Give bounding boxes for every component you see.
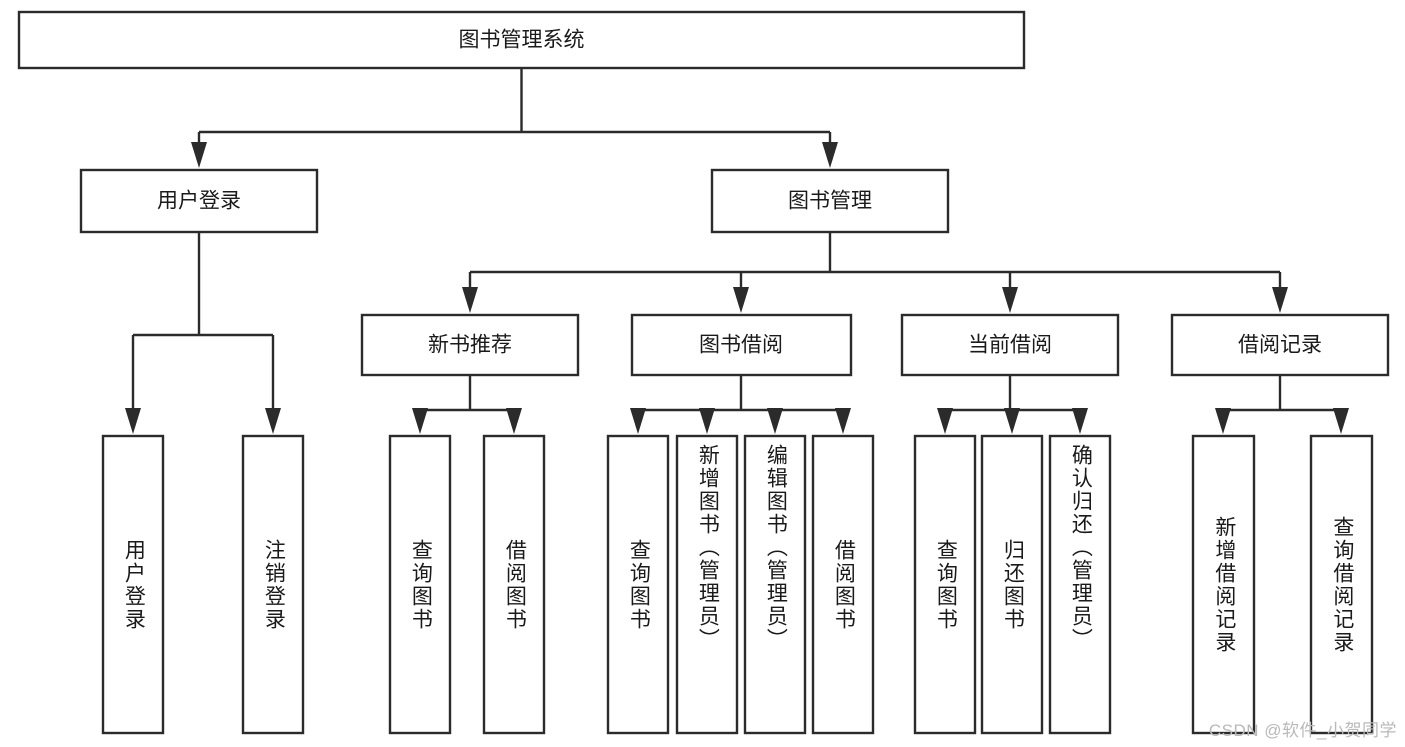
node-root-label: 图书管理系统 xyxy=(459,29,585,52)
arrowhead-bb-query-book xyxy=(630,408,646,434)
arrowhead-br-add-record xyxy=(1215,408,1231,434)
arrowhead-new-book-recommend xyxy=(462,287,478,313)
arrowhead-user-login-do xyxy=(125,408,141,434)
arrowhead-bb-add-book xyxy=(699,408,715,434)
leaf-bb-add-book-rect[interactable] xyxy=(675,434,739,735)
node-borrow-records-rect[interactable] xyxy=(1170,313,1390,377)
node-book-borrow-rect[interactable] xyxy=(630,313,853,377)
node-book-borrow-label: 图书借阅 xyxy=(699,334,783,357)
node-user-login-label: 用户登录 xyxy=(157,190,241,213)
arrowhead-borrow-records xyxy=(1272,287,1288,313)
leaf-user-logout-rect[interactable] xyxy=(241,434,305,735)
node-root[interactable]: 图书管理系统 xyxy=(17,10,1026,70)
node-user-login-rect[interactable] xyxy=(79,168,319,234)
arrowhead-cb-query-book xyxy=(937,408,953,434)
arrowhead-user-login xyxy=(191,142,207,168)
node-current-borrow-label: 当前借阅 xyxy=(968,334,1052,357)
node-book-management[interactable]: 图书管理 xyxy=(710,168,950,234)
arrowhead-cb-return-book xyxy=(1004,408,1020,434)
leaf-bb-edit-book-rect[interactable] xyxy=(743,434,807,735)
arrowhead-cb-confirm-return xyxy=(1072,408,1088,434)
node-current-borrow-rect[interactable] xyxy=(900,313,1120,377)
arrowhead-bb-edit-book xyxy=(767,408,783,434)
leaf-nbr-query-book-rect[interactable] xyxy=(388,434,452,735)
node-borrow-records-label: 借阅记录 xyxy=(1238,334,1322,357)
leaf-user-login-do-rect[interactable] xyxy=(101,434,165,735)
leaf-nbr-borrow-book-rect[interactable] xyxy=(482,434,546,735)
node-book-management-rect[interactable] xyxy=(710,168,950,234)
node-root-rect[interactable] xyxy=(17,10,1026,70)
arrowhead-br-query-record xyxy=(1333,408,1349,434)
node-user-login[interactable]: 用户登录 xyxy=(79,168,319,234)
leaf-bb-borrow-book-rect[interactable] xyxy=(811,434,875,735)
node-book-borrow[interactable]: 图书借阅 xyxy=(630,313,853,377)
node-current-borrow[interactable]: 当前借阅 xyxy=(900,313,1120,377)
leaf-br-add-record-rect[interactable] xyxy=(1191,434,1256,735)
leaf-bb-query-book-rect[interactable] xyxy=(606,434,670,735)
node-new-book-recommend[interactable]: 新书推荐 xyxy=(360,313,580,377)
csdn-watermark: CSDN @软件_小贺同学 xyxy=(1208,721,1397,740)
node-new-book-recommend-label: 新书推荐 xyxy=(428,334,512,357)
leaf-cb-confirm-return-rect[interactable] xyxy=(1048,434,1112,735)
arrowhead-book-borrow xyxy=(733,287,749,313)
leaf-cb-return-book-rect[interactable] xyxy=(980,434,1044,735)
leaf-cb-query-book-rect[interactable] xyxy=(913,434,977,735)
arrowhead-bb-borrow-book xyxy=(835,408,851,434)
node-new-book-recommend-rect[interactable] xyxy=(360,313,580,377)
node-book-management-label: 图书管理 xyxy=(788,190,872,213)
arrowhead-user-logout xyxy=(265,408,281,434)
leaf-br-query-record-rect[interactable] xyxy=(1309,434,1374,735)
arrowhead-book-management xyxy=(822,142,838,168)
node-layer: 图书管理系统 用户登录 图书管理 新书推荐 图书借阅 xyxy=(17,10,1390,735)
connector-layer xyxy=(125,68,1349,434)
arrowhead-current-borrow xyxy=(1002,287,1018,313)
node-borrow-records[interactable]: 借阅记录 xyxy=(1170,313,1390,377)
arrowhead-nbr-borrow-book xyxy=(506,408,522,434)
arrowhead-nbr-query-book xyxy=(412,408,428,434)
